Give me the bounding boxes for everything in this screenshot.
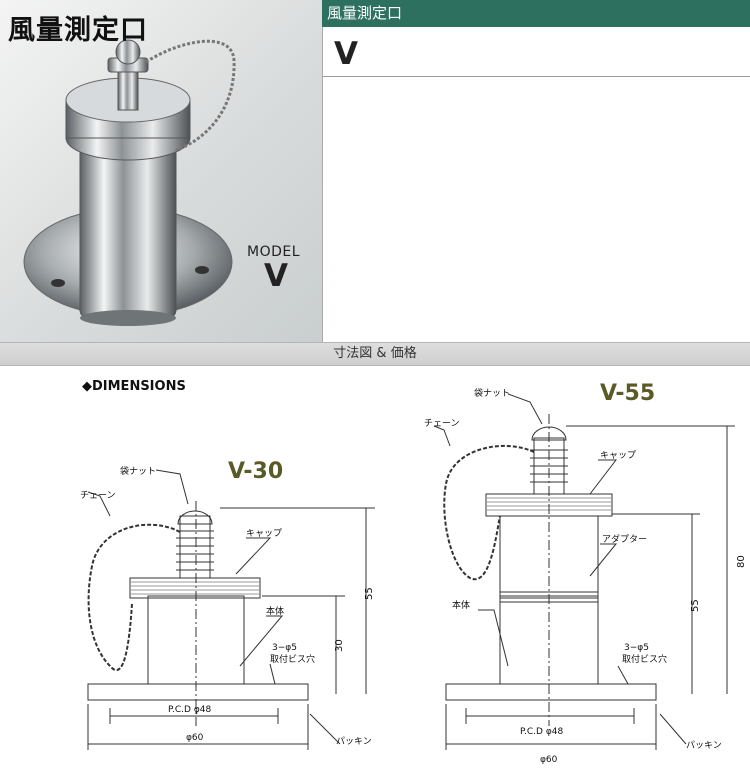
v30-diameter-dim: φ60: [186, 733, 204, 743]
v30-body-label: 本体: [266, 605, 284, 617]
v55-height-dim: 80: [736, 555, 747, 568]
v30-title: V-30: [228, 459, 283, 484]
v30-chain-label: チェーン: [80, 490, 116, 501]
product-photo-panel: 風量測定口 MODEL V: [0, 0, 322, 342]
model-code: V: [334, 36, 358, 72]
model-value: V: [264, 258, 288, 294]
v30-cap: [129, 577, 261, 599]
v55-holes-label-2: 取付ビス穴: [622, 653, 667, 665]
v30-holes-label-1: 3−φ5: [272, 643, 297, 653]
info-divider: [323, 76, 750, 77]
v55-body-label: 本体: [452, 599, 470, 611]
v55-chain-label: チェーン: [424, 418, 460, 429]
v55-pcd-dim: P.C.D φ48: [520, 727, 563, 737]
v30-screw: [179, 515, 211, 579]
v55-adapter-label: アダプター: [602, 533, 647, 545]
v30-packing-label: パッキン: [336, 736, 372, 747]
v55-holes-label-1: 3−φ5: [624, 643, 649, 653]
product-photo: [23, 39, 236, 326]
v30-cap-label: キャップ: [246, 528, 282, 539]
dimension-drawing: ◆DIMENSIONS V-30 袋ナット チェーン キャップ 本体 3−φ5 …: [80, 379, 747, 765]
v30-holes-label-2: 取付ビス穴: [270, 653, 315, 665]
product-title: 風量測定口: [8, 15, 148, 46]
v30-bag-nut-label: 袋ナット: [120, 465, 156, 477]
v30-flange: [87, 683, 309, 701]
v55-cap-label: キャップ: [600, 450, 636, 461]
v55-body-height-dim: 55: [690, 599, 701, 612]
v55-packing-label: パッキン: [686, 740, 722, 751]
category-bar: 風量測定口: [322, 0, 750, 27]
v30-body-height-dim: 30: [334, 639, 345, 652]
v30-pcd-dim: P.C.D φ48: [168, 705, 211, 715]
v55-diameter-dim: φ60: [540, 755, 558, 765]
dimensions-heading: ◆DIMENSIONS: [82, 379, 186, 394]
model-label: MODEL: [247, 244, 301, 260]
v55-nut: [531, 426, 567, 441]
section-bar: 寸法図 & 価格: [0, 342, 750, 366]
v30-height-dim: 55: [364, 587, 375, 600]
info-panel: [322, 27, 750, 342]
v55-title: V-55: [600, 381, 655, 406]
v30-nut: [177, 510, 213, 525]
v55-bag-nut-label: 袋ナット: [474, 387, 510, 399]
v55-flange: [445, 683, 657, 701]
